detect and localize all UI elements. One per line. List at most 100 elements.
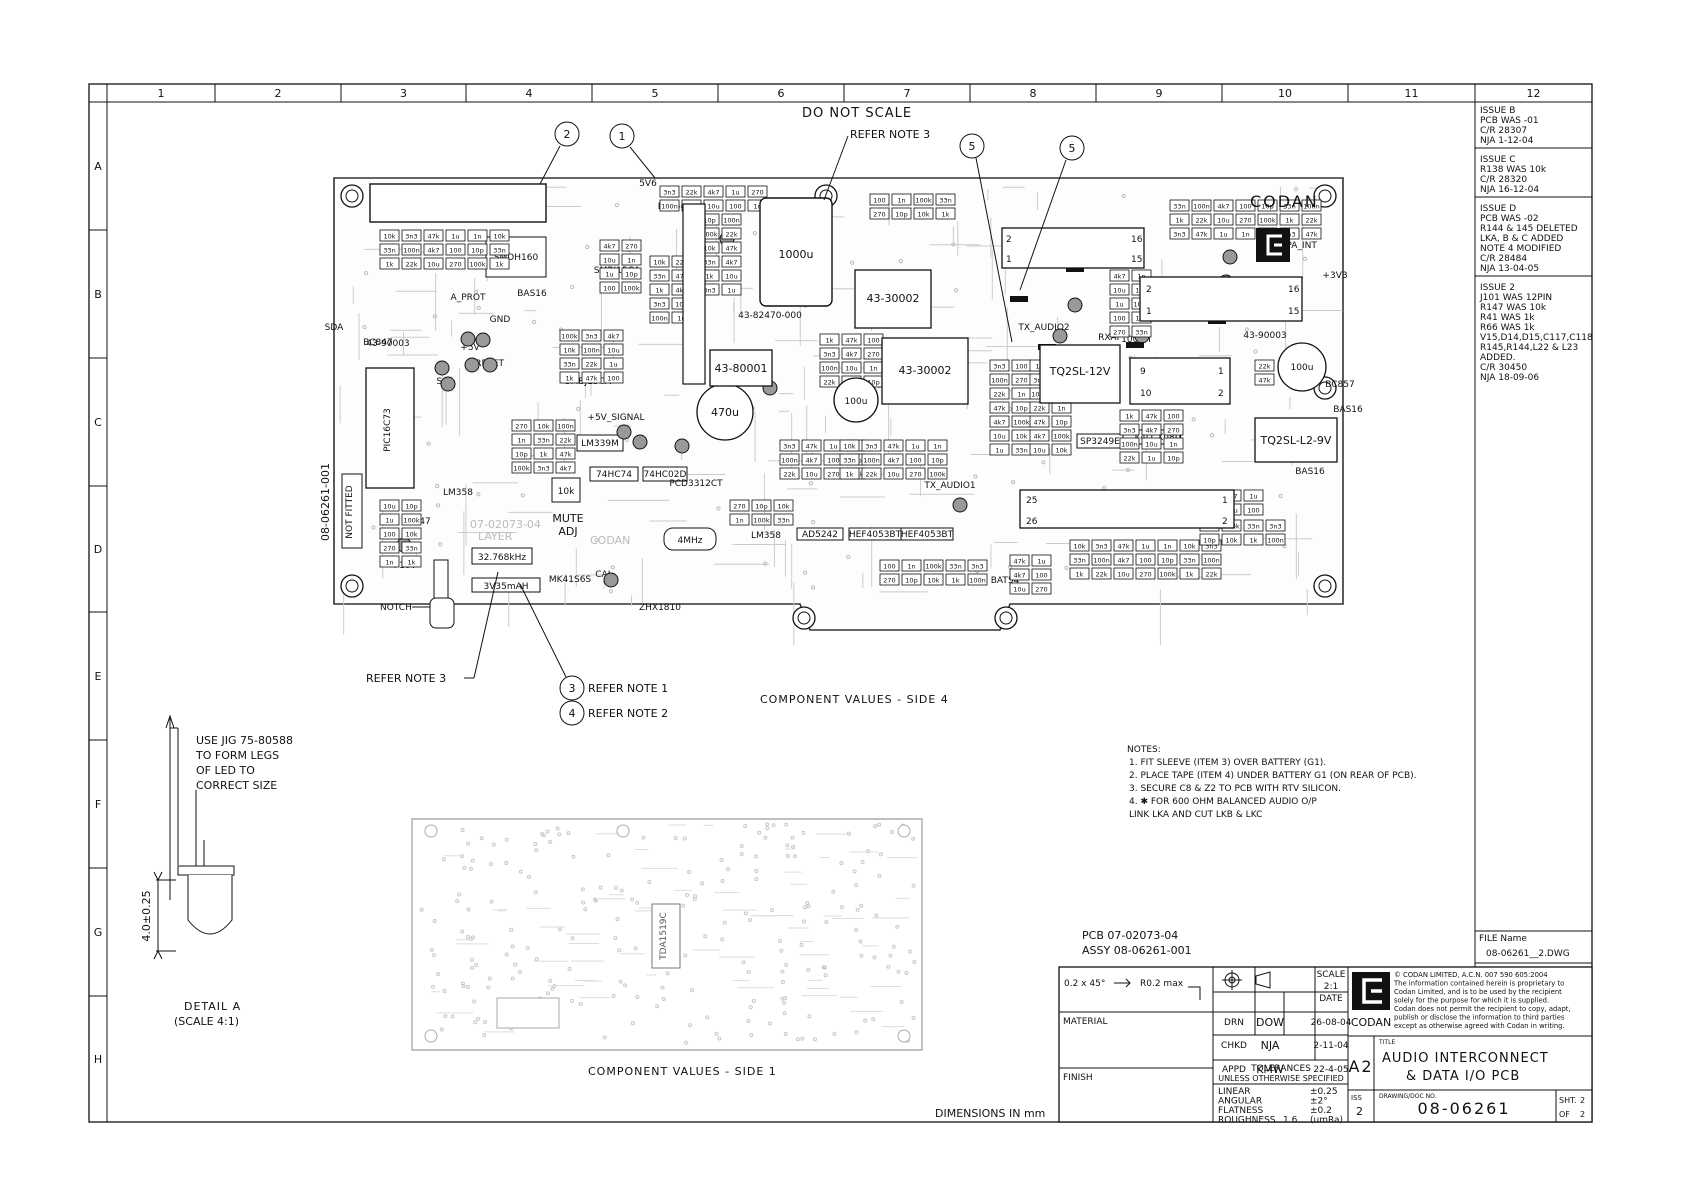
revision-line: NJA 18-09-06 xyxy=(1480,373,1539,383)
passive-value: 22k xyxy=(1123,455,1135,463)
copyright-line: © CODAN LIMITED, A.C.N. 007 590 605:2004 xyxy=(1394,971,1548,979)
passive-component xyxy=(559,329,580,342)
passive-value: 1u xyxy=(1219,231,1227,239)
component-body xyxy=(576,434,624,452)
capacitor-100u-b xyxy=(1277,342,1327,392)
copyright-line: Codan Limited, and is to be used by the … xyxy=(1394,988,1562,996)
svg-text:100u: 100u xyxy=(1291,363,1314,373)
passive-value: 22k xyxy=(1305,217,1317,225)
passive-value: 1k xyxy=(1076,571,1084,579)
passive-component xyxy=(1213,199,1234,212)
passive-component xyxy=(1091,567,1112,580)
passive-component xyxy=(423,229,444,242)
jig-line-3: OF LED TO xyxy=(196,764,255,777)
signature-name: NJA xyxy=(1261,1039,1280,1052)
passive-value: 100k xyxy=(623,285,639,293)
passive-value: 1u xyxy=(995,447,1003,455)
passive-value: 1u xyxy=(1037,558,1045,566)
passive-value: 270 xyxy=(733,503,745,511)
passive-component xyxy=(1243,519,1264,532)
passive-component xyxy=(681,185,702,198)
passive-component xyxy=(1113,553,1134,566)
passive-value: 33n xyxy=(1173,203,1185,211)
component-label: LM358 xyxy=(751,531,781,541)
passive-component xyxy=(555,447,576,460)
passive-value: 4k7 xyxy=(607,333,619,341)
passive-component xyxy=(751,499,772,512)
passive-value: 100n xyxy=(651,315,668,323)
passive-value: 10p xyxy=(1161,557,1173,565)
passive-component xyxy=(555,461,576,474)
passive-component xyxy=(379,229,400,242)
revision-line: NJA 16-12-04 xyxy=(1480,185,1539,195)
passive-component xyxy=(1199,533,1220,546)
passive-component xyxy=(1265,533,1286,546)
revision-line: ISSUE C xyxy=(1480,155,1516,165)
passive-value: 10u xyxy=(707,203,719,211)
passive-component xyxy=(533,433,554,446)
passive-component xyxy=(621,281,642,294)
passive-component xyxy=(533,447,554,460)
signature-date: 22-4-05 xyxy=(1313,1065,1348,1075)
passive-value: 4k7 xyxy=(559,465,571,473)
lower-callouts: REFER NOTE 3 3 REFER NOTE 1 4 REFER NOTE… xyxy=(366,571,668,726)
oscillator-4mhz xyxy=(663,527,717,551)
file-name-label: FILE Name xyxy=(1479,934,1527,944)
passive-component xyxy=(599,239,620,252)
passive-component xyxy=(1257,213,1278,226)
svg-text:1: 1 xyxy=(619,130,626,143)
passive-component xyxy=(927,467,948,480)
top-callouts: 2 1 5 5 REFER NOTE 3 xyxy=(539,121,1085,343)
passive-value: 1k xyxy=(826,337,834,345)
passive-component xyxy=(379,541,400,554)
tolerances-title: TOLERANCES xyxy=(1250,1064,1311,1074)
svg-text:2: 2 xyxy=(1006,235,1012,245)
passive-value: 33n xyxy=(493,247,505,255)
passive-value: 1u xyxy=(451,233,459,241)
passive-component xyxy=(1179,553,1200,566)
passive-component xyxy=(1141,423,1162,436)
component-label: 43-82470-000 xyxy=(738,311,802,321)
passive-value: 1u xyxy=(731,189,739,197)
passive-value: 10p xyxy=(703,217,715,225)
scale-value: 2:1 xyxy=(1324,982,1338,992)
passive-component xyxy=(1254,359,1275,372)
callout-5b xyxy=(1059,135,1085,161)
passive-component xyxy=(1119,451,1140,464)
passive-value: 10p xyxy=(895,211,907,219)
passive-value: 1n xyxy=(1241,231,1249,239)
svg-text:16: 16 xyxy=(1131,235,1143,245)
passive-value: 270 xyxy=(1015,377,1027,385)
passive-value: 1n xyxy=(1057,405,1065,413)
passive-value: 33n xyxy=(653,273,665,281)
tolerance-value: (umRa) xyxy=(1310,1116,1343,1126)
svg-text:10k: 10k xyxy=(558,487,575,497)
passive-value: 4k7 xyxy=(603,243,615,251)
passive-value: 1u xyxy=(677,315,685,323)
passive-value: 10p xyxy=(1055,419,1067,427)
passive-value: 10u xyxy=(1145,441,1157,449)
passive-value: 10u xyxy=(993,433,1005,441)
passive-value: 47k xyxy=(1195,231,1207,239)
passive-component xyxy=(379,527,400,540)
test-point xyxy=(434,360,450,376)
note-3: 3. SECURE C8 & Z2 TO PCB WITH RTV SILICO… xyxy=(1129,784,1341,794)
signature-role: DRN xyxy=(1224,1018,1244,1028)
passive-value: 47k xyxy=(993,405,1005,413)
passive-value: 33n xyxy=(843,457,855,465)
passive-component xyxy=(1109,325,1130,338)
component-label: 43-90003 xyxy=(366,339,409,349)
passive-component xyxy=(1243,489,1264,502)
test-point xyxy=(440,376,456,392)
passive-value: 270 xyxy=(1239,217,1251,225)
sheet-label: SHT. xyxy=(1559,1096,1577,1105)
test-point xyxy=(464,357,480,373)
refer-note-2-lower: REFER NOTE 2 xyxy=(588,707,668,720)
passive-component xyxy=(401,229,422,242)
passive-value: 270 xyxy=(1167,427,1179,435)
passive-component xyxy=(559,371,580,384)
passive-component xyxy=(721,269,742,282)
drawing-title-2: & DATA I/O PCB xyxy=(1406,1069,1520,1084)
